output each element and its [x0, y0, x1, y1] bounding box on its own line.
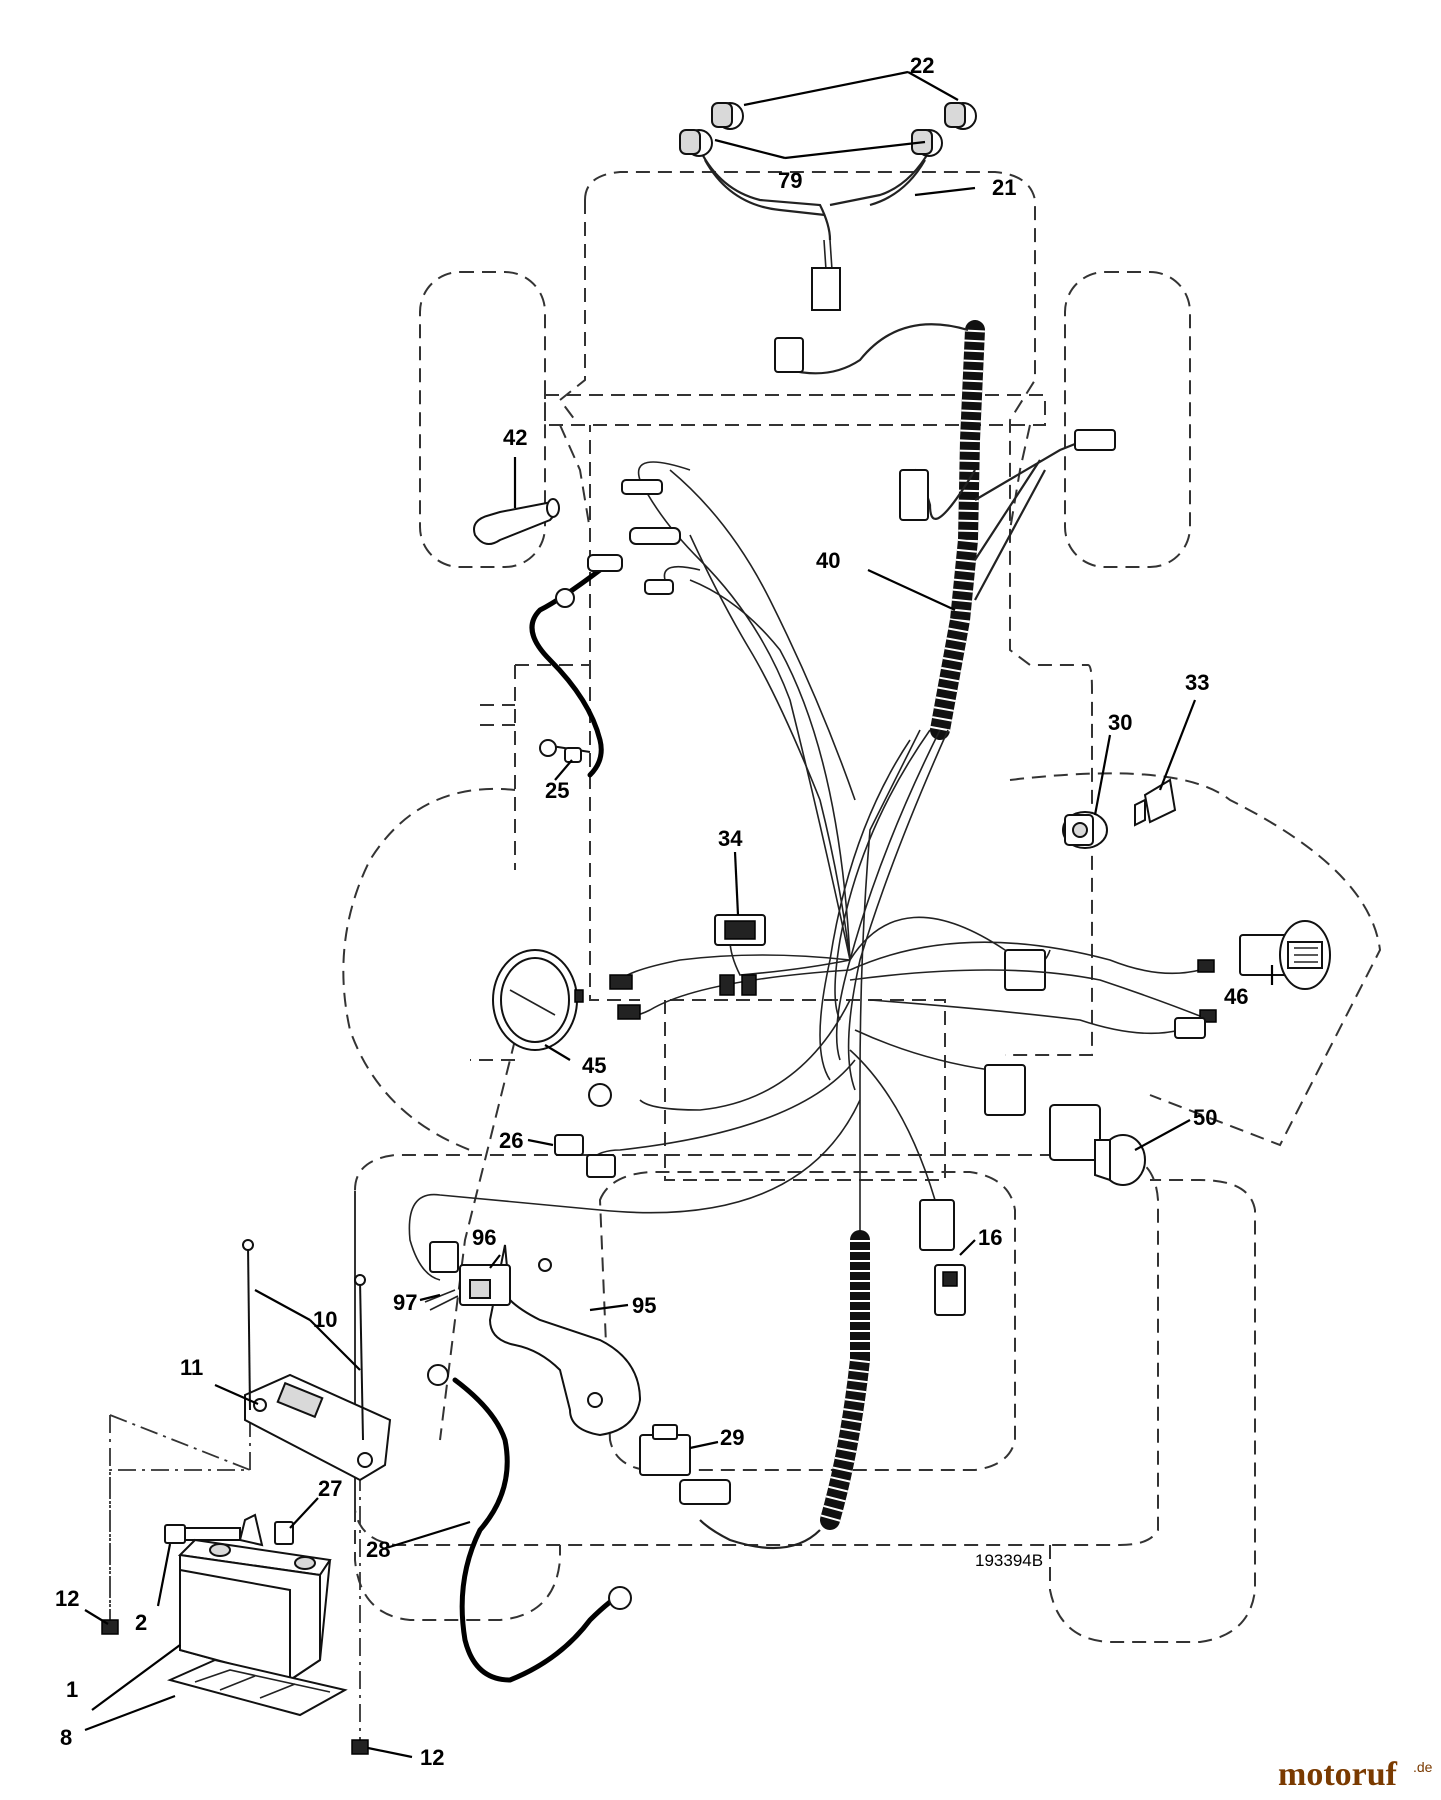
callout-16: 16	[978, 1225, 1002, 1250]
ground-wire	[529, 554, 623, 778]
watermark-brand: motoruf	[1278, 1756, 1398, 1793]
main-harness	[408, 320, 1217, 1550]
callout-10: 10	[313, 1307, 337, 1332]
callout-97: 97	[393, 1290, 417, 1315]
callout-33: 33	[1185, 670, 1209, 695]
callout-26: 26	[499, 1128, 523, 1153]
hour-meter-46	[1239, 920, 1331, 990]
battery-bolt-2	[164, 1513, 264, 1547]
headlight-bracket-42	[473, 498, 560, 545]
switch-bracket-95	[488, 1244, 642, 1437]
rocker-switch-34	[714, 914, 766, 946]
callout-22: 22	[910, 53, 934, 78]
gauge-45	[492, 949, 584, 1051]
callout-8: 8	[60, 1725, 72, 1750]
callout-27: 27	[318, 1476, 342, 1501]
headlight-assembly	[679, 102, 977, 311]
callout-2: 2	[135, 1610, 147, 1635]
callout-95: 95	[632, 1293, 656, 1318]
battery-cable-28	[427, 1364, 632, 1683]
j-bolts-10	[242, 1239, 366, 1441]
callout-11: 11	[180, 1355, 203, 1380]
leader-lines	[84, 70, 1274, 1759]
callout-40: 40	[816, 548, 840, 573]
callout-79: 79	[778, 168, 802, 193]
callout-25: 25	[545, 778, 569, 803]
drawing-number: 193394B	[975, 1551, 1043, 1570]
callout-12-bottom: 12	[420, 1745, 444, 1770]
callout-labels: 22 79 21 42 40 33 30 25 34 46 45 50 26 1…	[55, 53, 1248, 1770]
watermark-suffix: .de	[1413, 1759, 1433, 1775]
watermark: motoruf .de	[1278, 1756, 1433, 1793]
callout-12-top: 12	[55, 1586, 79, 1611]
callout-1: 1	[66, 1677, 78, 1702]
callout-45: 45	[582, 1053, 606, 1078]
sensor-33	[1134, 778, 1177, 827]
callout-34: 34	[718, 826, 743, 851]
connector-16	[934, 1264, 966, 1316]
ignition-switch-30	[1062, 811, 1108, 849]
seat-switch-29	[639, 1424, 691, 1476]
interlock-switch-96	[459, 1264, 511, 1306]
callout-96: 96	[472, 1225, 496, 1250]
pto-switch-50	[1049, 1104, 1146, 1186]
callout-28: 28	[366, 1537, 390, 1562]
battery-1	[177, 1538, 332, 1682]
battery-tray-8	[167, 1658, 348, 1717]
callout-50: 50	[1193, 1105, 1217, 1130]
callout-29: 29	[720, 1425, 744, 1450]
callout-30: 30	[1108, 710, 1132, 735]
nut-27	[274, 1521, 294, 1545]
callout-21: 21	[992, 175, 1016, 200]
callout-42: 42	[503, 425, 527, 450]
spring-97	[424, 1289, 459, 1311]
hold-down-11	[244, 1373, 392, 1482]
callout-46: 46	[1224, 984, 1248, 1009]
